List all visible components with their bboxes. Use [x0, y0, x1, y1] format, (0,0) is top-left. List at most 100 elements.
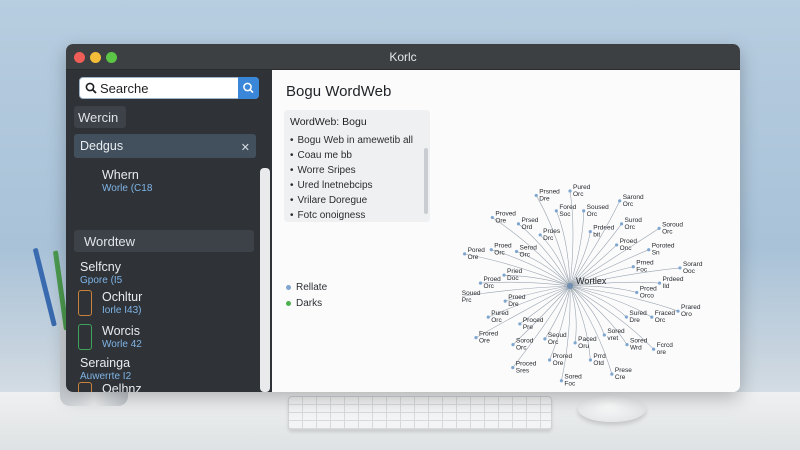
graph-edge	[516, 251, 571, 287]
graph-edge	[518, 223, 571, 287]
graph-node-dot	[582, 209, 586, 213]
graph-node-dot	[511, 366, 515, 370]
graph-edge	[464, 253, 571, 287]
graph-edge	[504, 274, 571, 287]
graph-node-dot	[543, 337, 547, 341]
graph-node-dot	[502, 273, 506, 277]
sidebar-item-selected[interactable]: Dedgus ✕	[74, 134, 256, 158]
list-item: Fotc onoigness	[290, 210, 366, 221]
graph-edge	[535, 195, 571, 287]
zoom-window-button[interactable]	[106, 52, 117, 63]
graph-edge	[569, 249, 649, 287]
graph-edge	[512, 285, 571, 368]
sidebar-item[interactable]: Worcis Worle 42	[74, 320, 256, 354]
section-header	[74, 106, 126, 128]
graph-edge	[569, 190, 574, 287]
title-bar: Korlc	[66, 44, 740, 70]
sidebar-item[interactable]: Oelhnz	[74, 378, 256, 392]
sidebar-item[interactable]: Ochltur Iorle I43)	[74, 286, 256, 320]
legend-dot	[286, 284, 291, 290]
search-input[interactable]	[100, 79, 240, 97]
graph-edge	[480, 281, 571, 287]
graph-node-dot	[588, 230, 592, 234]
graph-edge	[475, 285, 571, 338]
main-content: Bogu WordWeb WordWeb: Bogu Bogu Web in a…	[272, 70, 740, 392]
graph-node-dot	[559, 379, 564, 383]
graph-edge	[569, 285, 628, 345]
legend-item[interactable]: Rellate	[286, 282, 327, 293]
graph-edge	[544, 285, 571, 340]
graph-node-dot	[635, 290, 639, 295]
sidebar-item[interactable]: Whern Worle (C18	[74, 164, 256, 198]
close-icon[interactable]: ✕	[240, 142, 250, 154]
card-scrollbar[interactable]	[424, 148, 428, 214]
keyboard	[288, 396, 552, 430]
minimize-window-button[interactable]	[90, 52, 101, 63]
scrollbar[interactable]	[260, 168, 270, 392]
graph-node-dot	[503, 299, 507, 303]
search-button[interactable]	[238, 77, 259, 99]
graph-node-dot	[518, 322, 522, 326]
sidebar-item[interactable]: Serainga Auwerrte I2	[74, 352, 256, 386]
graph-center-node[interactable]	[567, 283, 573, 289]
legend-item[interactable]: Darks	[286, 298, 322, 309]
graph-node-dot	[588, 358, 593, 362]
graph-edge	[569, 231, 591, 287]
sidebar-item-subtitle: Iorle I43)	[102, 305, 142, 316]
sidebar: Wercin Dedgus ✕ Whern Worle (C18 Wordtew…	[66, 70, 272, 392]
graph-edge	[569, 285, 627, 318]
list-item: Worre Sripes	[290, 165, 356, 176]
sidebar-item-subtitle: Gpore (I5	[80, 275, 123, 286]
close-window-button[interactable]	[74, 52, 85, 63]
page-title: Bogu WordWeb	[286, 83, 392, 100]
search-icon	[243, 82, 254, 94]
sidebar-item[interactable]: Selfcny Gpore (I5	[74, 256, 256, 290]
graph-node-dot	[624, 315, 629, 319]
graph-edge	[512, 285, 571, 345]
graph-edge	[519, 285, 571, 325]
graph-node-dot	[619, 222, 624, 226]
